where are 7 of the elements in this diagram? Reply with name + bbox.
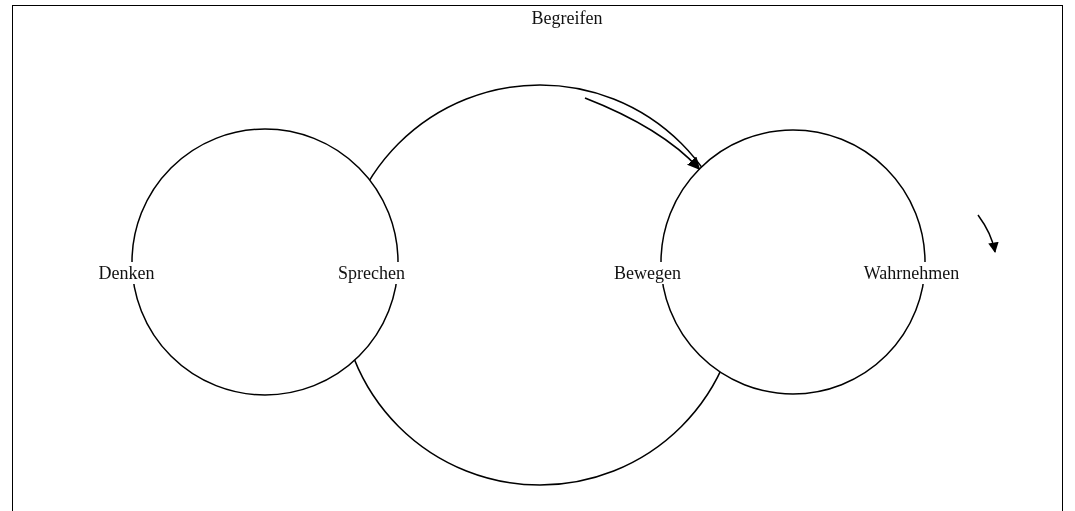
concept-label: Wahrnehmen [861,261,962,284]
concept-label: Sprechen [336,261,407,284]
concept-label: Denken [96,261,157,284]
concept-label: Bewegen [612,261,683,284]
title-label: Begreifen [529,7,605,29]
arrow [584,97,701,170]
frame-box [12,5,1063,511]
